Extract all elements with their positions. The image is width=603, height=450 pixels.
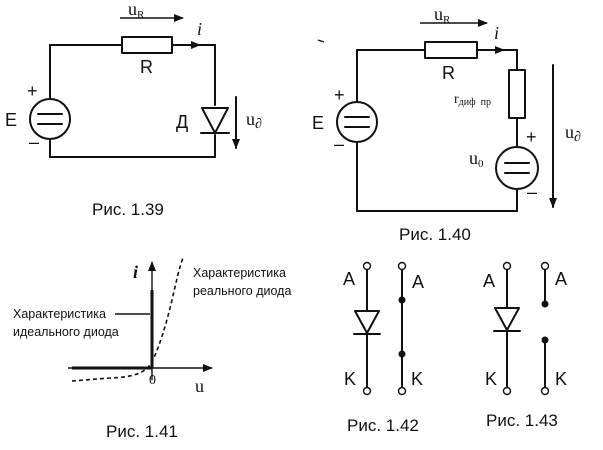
resistor-1-39 xyxy=(121,36,173,54)
uR-label-1-39: uR xyxy=(128,0,145,21)
cathode2-label-1-42: K xyxy=(411,369,423,389)
figure-1-42: A K A K Рис. 1.42 xyxy=(343,261,424,435)
caption-1-41: Рис. 1.41 xyxy=(106,422,178,441)
minus-sign-1-39: – xyxy=(29,132,39,152)
voltage-source-1-39 xyxy=(29,98,71,140)
anode2-label-1-42: A xyxy=(412,272,424,292)
u0-minus-sign-1-40: – xyxy=(527,182,537,202)
x-axis-label-1-41: u xyxy=(195,376,204,396)
ud-label-1-40: u∂ xyxy=(565,122,581,145)
uR-label-1-40: uR xyxy=(434,4,451,26)
cathode-label-1-43: K xyxy=(485,369,497,389)
y-axis-label-1-41: i xyxy=(133,262,138,282)
circuit-1-39-wires xyxy=(49,44,216,158)
diode-label-1-39: Д xyxy=(176,112,188,132)
figure-1-41: i u 0 Характеристика реального диода Хар… xyxy=(13,257,291,441)
resistor-1-40 xyxy=(424,41,478,59)
anode-label-1-42: A xyxy=(343,269,355,289)
plus-sign-1-39: + xyxy=(27,81,38,101)
ideal-curve-1-41 xyxy=(72,290,154,370)
ideal-char-line1-1-41: Характеристика xyxy=(13,307,106,321)
voltage-source-1-40 xyxy=(336,101,378,143)
circuit-1-40-wires xyxy=(356,49,518,212)
resistor-label-1-40: R xyxy=(442,63,455,83)
stray-mark xyxy=(317,39,325,43)
current-label-1-40: i xyxy=(494,23,499,43)
caption-1-42: Рис. 1.42 xyxy=(347,416,419,435)
cathode-label-1-42: K xyxy=(344,369,356,389)
plus-sign-1-40: + xyxy=(334,85,345,105)
emf-source-u0-1-40 xyxy=(495,146,539,190)
anode-label-1-43: A xyxy=(483,271,495,291)
real-char-line1-1-41: Характеристика xyxy=(193,266,286,280)
ideal-closed-switch-1-42 xyxy=(397,261,407,396)
resistor-label-1-39: R xyxy=(140,57,153,77)
caption-1-43: Рис. 1.43 xyxy=(486,411,558,430)
cathode2-label-1-43: K xyxy=(555,369,567,389)
u0-label-1-40: u0 xyxy=(469,148,484,170)
ideal-open-switch-1-43 xyxy=(540,261,550,396)
anode2-label-1-43: A xyxy=(555,269,567,289)
current-label-1-39: i xyxy=(197,19,202,39)
diode-symbol-1-42 xyxy=(353,261,381,396)
ideal-char-line2-1-41: идеального диода xyxy=(13,325,119,339)
figure-1-39: uR i R + – E Д u∂ Рис. 1.39 xyxy=(5,0,262,219)
caption-1-39: Рис. 1.39 xyxy=(92,200,164,219)
real-char-line2-1-41: реального диода xyxy=(193,284,291,298)
minus-sign-1-40: – xyxy=(334,134,344,154)
diff-resistor-1-40 xyxy=(508,69,526,119)
source-label-1-40: E xyxy=(312,113,324,133)
caption-1-40: Рис. 1.40 xyxy=(399,225,471,244)
diode-1-39 xyxy=(200,107,230,134)
figure-1-43: A K A K Рис. 1.43 xyxy=(483,261,567,430)
origin-label-1-41: 0 xyxy=(149,373,156,388)
ud-label-1-39: u∂ xyxy=(246,109,262,132)
u0-plus-sign-1-40: + xyxy=(526,127,537,147)
diode-symbol-1-43 xyxy=(493,261,521,396)
source-label-1-39: E xyxy=(5,110,17,130)
